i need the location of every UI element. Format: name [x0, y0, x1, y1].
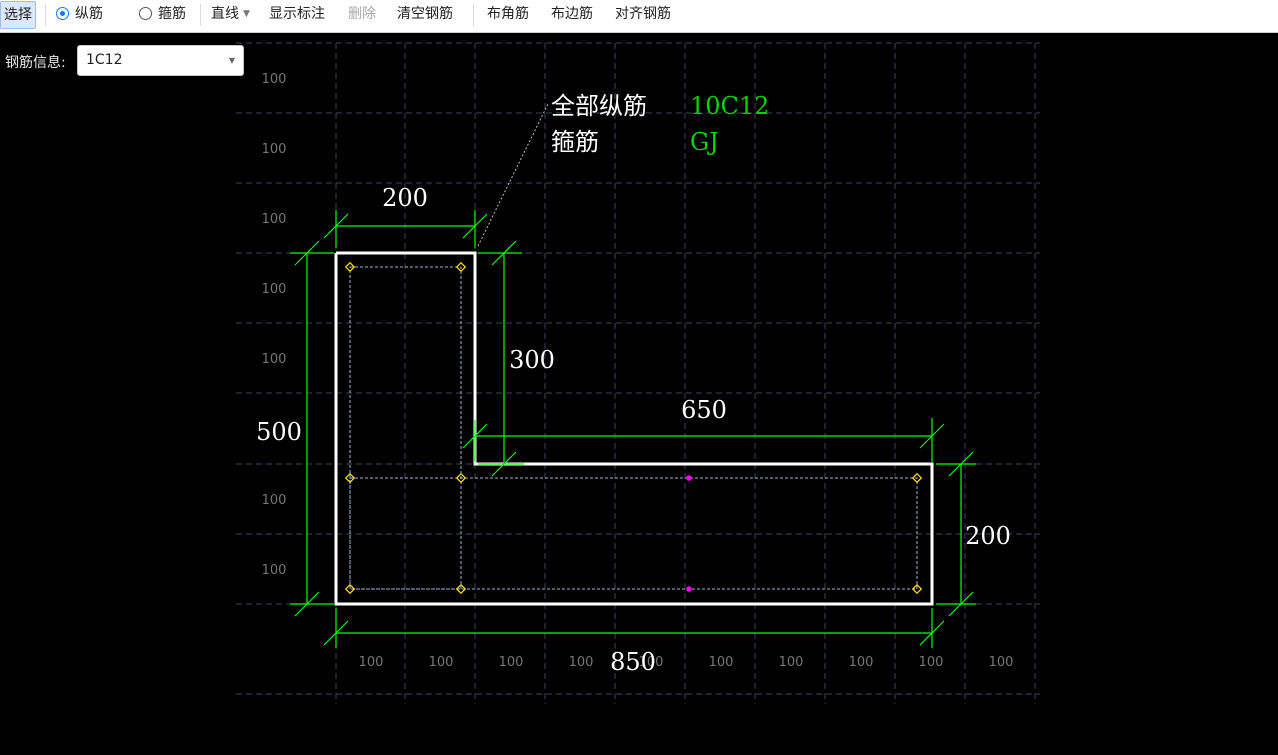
corner-rebar-point	[344, 583, 356, 595]
dim-tick	[323, 213, 349, 239]
line-dropdown-label: 直线	[211, 6, 239, 22]
grid-label-col: 100	[499, 655, 524, 670]
dim-tick	[294, 591, 320, 617]
rebar-info-label: 钢筋信息:	[5, 55, 66, 71]
dim-tick	[919, 423, 945, 449]
grid-label-col: 100	[359, 655, 384, 670]
dim-tick	[294, 240, 320, 266]
radio-stirrup[interactable]: 箍筋	[139, 0, 186, 29]
dim-tick	[919, 620, 945, 646]
show-annotation-button[interactable]: 显示标注	[269, 6, 325, 22]
corner-rebar-button[interactable]: 布角筋	[487, 6, 529, 22]
dimension-lines	[290, 210, 976, 648]
grid-label-col: 100	[639, 655, 664, 670]
grid-label-col: 100	[709, 655, 734, 670]
annotation-stirrup-label: 箍筋	[551, 128, 599, 156]
grid-label-col: 100	[849, 655, 874, 670]
clear-rebar-button[interactable]: 清空钢筋	[397, 6, 453, 22]
toolbar-separator	[200, 4, 201, 26]
dim-tick	[462, 423, 488, 449]
dim-total-width: 850	[610, 648, 656, 676]
rebar-info-value: 1C12	[86, 52, 123, 68]
corner-rebar-point	[344, 261, 356, 273]
dim-tick	[948, 451, 974, 477]
toolbar: 选择 纵筋 箍筋 直线 ▼ 显示标注 删除 清空钢筋 布角筋 布边筋 对齐钢筋	[0, 0, 1278, 33]
dim-tick	[491, 240, 517, 266]
corner-rebar-point	[455, 472, 467, 484]
corner-rebar-point	[455, 261, 467, 273]
delete-button[interactable]: 删除	[348, 6, 376, 22]
annotation-longitudinal-value: 10C12	[690, 92, 769, 120]
chevron-down-icon: ▼	[228, 56, 235, 65]
radio-stirrup-label: 箍筋	[158, 6, 186, 22]
corner-rebar-point	[911, 472, 923, 484]
toolbar-separator	[45, 4, 46, 26]
annotation-stirrup-value: GJ	[690, 128, 719, 156]
edge-rebar-point	[686, 475, 692, 481]
select-button[interactable]: 选择	[0, 1, 36, 29]
grid-label-col: 100	[989, 655, 1014, 670]
dim-tick	[323, 620, 349, 646]
radio-longitudinal-label: 纵筋	[75, 6, 103, 22]
dim-inner-height: 300	[509, 346, 555, 374]
leader-line	[477, 103, 549, 247]
dim-tick	[462, 213, 488, 239]
grid-labels: 100 100 100 100 100 100 100 100 100 100 100 100 100 1…	[262, 72, 1014, 670]
section-outline[interactable]	[334, 251, 934, 606]
dim-bottom-height: 200	[965, 522, 1011, 550]
corner-rebar-point	[911, 583, 923, 595]
corner-rebar-point	[455, 583, 467, 595]
edge-rebar-point	[686, 586, 692, 592]
grid-label-col: 100	[429, 655, 454, 670]
rebar-info-select[interactable]: 1C12 ▼	[77, 45, 244, 76]
dim-total-height: 500	[256, 418, 302, 446]
stirrup	[349, 266, 918, 590]
toolbar-separator	[473, 4, 474, 26]
grid-label-row: 100	[262, 282, 287, 297]
grid-label-row: 100	[262, 142, 287, 157]
grid-label-row: 100	[262, 72, 287, 87]
grid-label-col: 100	[919, 655, 944, 670]
dim-top-width: 200	[382, 184, 428, 212]
grid-label-row: 100	[262, 563, 287, 578]
grid-label-col: 100	[569, 655, 594, 670]
grid-label-col: 100	[779, 655, 804, 670]
grid	[236, 42, 1040, 704]
stirrup-horizontal	[349, 477, 918, 590]
grid-label-row: 100	[262, 212, 287, 227]
align-rebar-button[interactable]: 对齐钢筋	[615, 6, 671, 22]
radio-checked-icon	[56, 7, 69, 20]
grid-label-row: 100	[262, 493, 287, 508]
dim-tick	[491, 451, 517, 477]
radio-unchecked-icon	[139, 7, 152, 20]
stirrup-vertical	[349, 266, 462, 590]
edge-rebar-button[interactable]: 布边筋	[551, 6, 593, 22]
chevron-down-icon: ▼	[243, 9, 250, 19]
grid-label-row: 100	[262, 352, 287, 367]
radio-longitudinal[interactable]: 纵筋	[56, 0, 103, 29]
corner-rebar-point	[344, 472, 356, 484]
annotation-longitudinal-label: 全部纵筋	[551, 92, 647, 120]
line-dropdown[interactable]: 直线 ▼	[211, 0, 250, 29]
dim-right-width: 650	[681, 396, 727, 424]
rebar-points	[344, 261, 923, 595]
dim-tick	[948, 591, 974, 617]
drawing-canvas[interactable]: 100 100 100 100 100 100 100 100 100 100 100 100 100 1…	[0, 33, 1278, 755]
